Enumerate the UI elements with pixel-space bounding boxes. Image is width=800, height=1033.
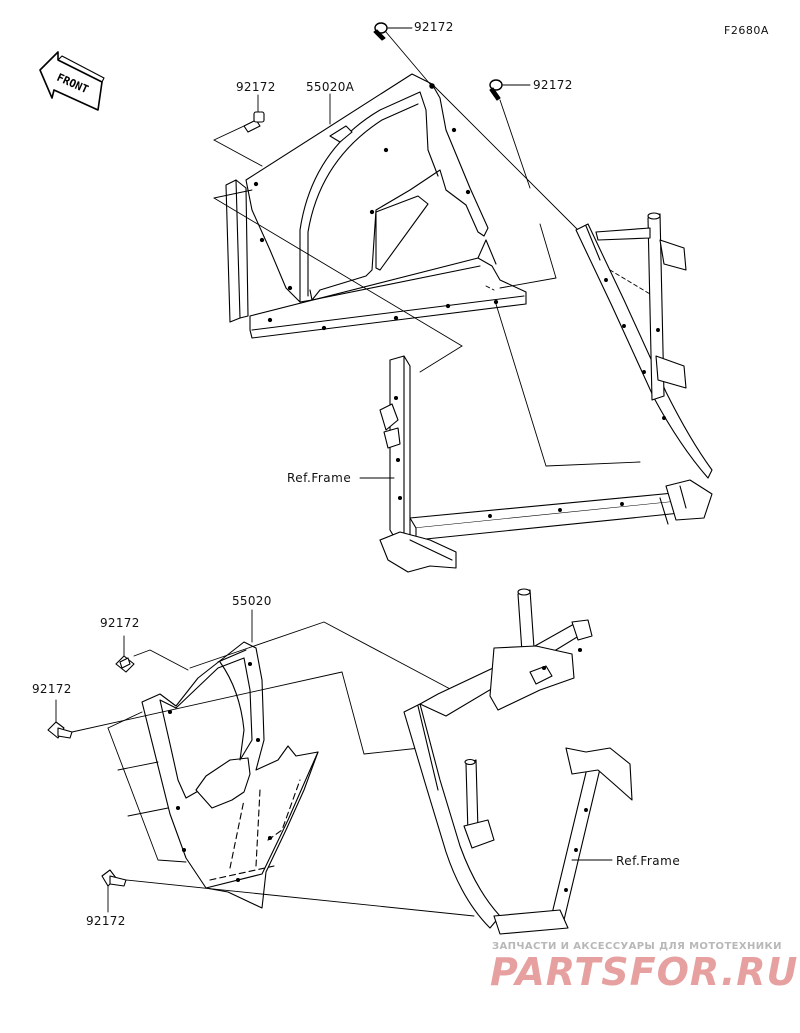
frame-upper [379,212,713,573]
upper-cover-55020a [225,73,527,339]
bolt-92172-upper-right [489,79,531,101]
bolt-92172-upper-top [373,22,413,41]
part-label-92172-lower-1: 92172 [100,616,140,630]
ref-frame-leaders [359,477,613,861]
frame-lower [403,588,633,935]
part-label-92172-lower-2: 92172 [32,682,72,696]
bolt-92172-upper-left [243,94,265,133]
ref-frame-label-lower: Ref.Frame [616,854,681,868]
part-label-55020: 55020 [232,594,272,608]
bolt-92172-lower-3 [101,869,127,913]
bolt-92172-lower-1 [115,635,135,673]
leader-lines-lower [71,609,475,917]
diagram-code: F2680A [724,24,769,37]
ref-frame-label-upper: Ref.Frame [287,471,352,485]
part-label-92172-upper-top: 92172 [414,20,454,34]
watermark-tagline: ЗАПЧАСТИ И АКСЕССУАРЫ ДЛЯ МОТОТЕХНИКИ [492,941,782,952]
part-label-92172-upper-right: 92172 [533,78,573,92]
leader-lines-upper [213,31,661,467]
watermark-brand-logo: PARTSFOR.RU [490,950,799,994]
bolt-92172-lower-2 [47,699,73,739]
front-arrow-icon: FRONT [39,51,105,111]
part-label-55020a: 55020A [306,80,355,94]
lower-cover-55020 [141,641,319,909]
part-label-92172-lower-3: 92172 [86,914,126,928]
part-label-92172-upper-left: 92172 [236,80,276,94]
